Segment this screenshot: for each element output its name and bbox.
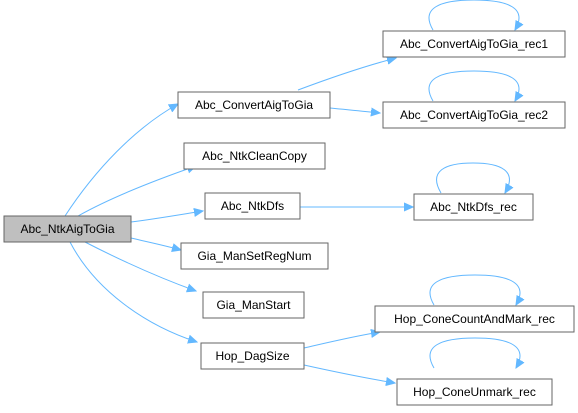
edge-root-to-regnum	[130, 237, 181, 250]
edge-dag-to-conecount	[303, 332, 380, 349]
node-label: Abc_ConvertAigToGia_rec2	[400, 108, 548, 122]
node-hop-coneunmark-rec[interactable]: Hop_ConeUnmark_rec	[396, 378, 553, 406]
edge-dfsrec-self	[436, 162, 510, 193]
node-abc-convertaigtogia-rec2[interactable]: Abc_ConvertAigToGia_rec2	[382, 101, 566, 129]
node-label: Abc_NtkDfs	[221, 199, 284, 213]
node-abc-ntkdfs[interactable]: Abc_NtkDfs	[204, 192, 301, 220]
node-label: Abc_NtkCleanCopy	[202, 149, 307, 163]
node-hop-conecountandmark-rec[interactable]: Hop_ConeCountAndMark_rec	[374, 305, 575, 333]
edge-dag-to-coneunmark	[303, 364, 395, 383]
edges	[64, 0, 520, 383]
edge-root-to-dfs	[130, 211, 203, 223]
node-label: Hop_ConeUnmark_rec	[413, 385, 536, 399]
node-abc-convertaigtogia[interactable]: Abc_ConvertAigToGia	[177, 91, 331, 119]
edge-rec2-self	[428, 70, 519, 101]
edge-conecount-self	[429, 274, 520, 305]
node-abc-convertaigtogia-rec1[interactable]: Abc_ConvertAigToGia_rec1	[382, 30, 566, 58]
node-hop-dagsize[interactable]: Hop_DagSize	[200, 342, 305, 370]
node-gia-mansetregnum[interactable]: Gia_ManSetRegNum	[180, 242, 329, 270]
node-label: Abc_NtkDfs_rec	[430, 200, 517, 214]
node-gia-manstart[interactable]: Gia_ManStart	[202, 291, 305, 319]
edge-convert-to-rec1	[297, 58, 396, 91]
node-label: Gia_ManSetRegNum	[197, 249, 311, 263]
node-label: Gia_ManStart	[216, 298, 291, 312]
node-label: Hop_DagSize	[215, 349, 289, 363]
edge-root-to-start	[84, 241, 196, 291]
edge-root-to-clean	[77, 166, 196, 217]
edge-root-to-dag	[69, 241, 197, 342]
edge-convert-to-rec2	[329, 108, 380, 113]
nodes: Abc_NtkAigToGia Abc_ConvertAigToGia Abc_…	[3, 30, 575, 406]
node-abc-ntkaigtogia[interactable]: Abc_NtkAigToGia	[3, 215, 132, 243]
node-label: Abc_NtkAigToGia	[20, 222, 114, 236]
edge-coneunmark-self	[429, 337, 520, 368]
node-label: Abc_ConvertAigToGia	[195, 98, 313, 112]
node-label: Abc_ConvertAigToGia_rec1	[400, 37, 548, 51]
node-abc-ntkcleancopy[interactable]: Abc_NtkCleanCopy	[183, 142, 326, 170]
edge-root-to-convert	[64, 104, 178, 217]
edge-rec1-self	[428, 0, 519, 30]
node-label: Hop_ConeCountAndMark_rec	[394, 312, 555, 326]
node-abc-ntkdfs-rec[interactable]: Abc_NtkDfs_rec	[413, 193, 534, 221]
